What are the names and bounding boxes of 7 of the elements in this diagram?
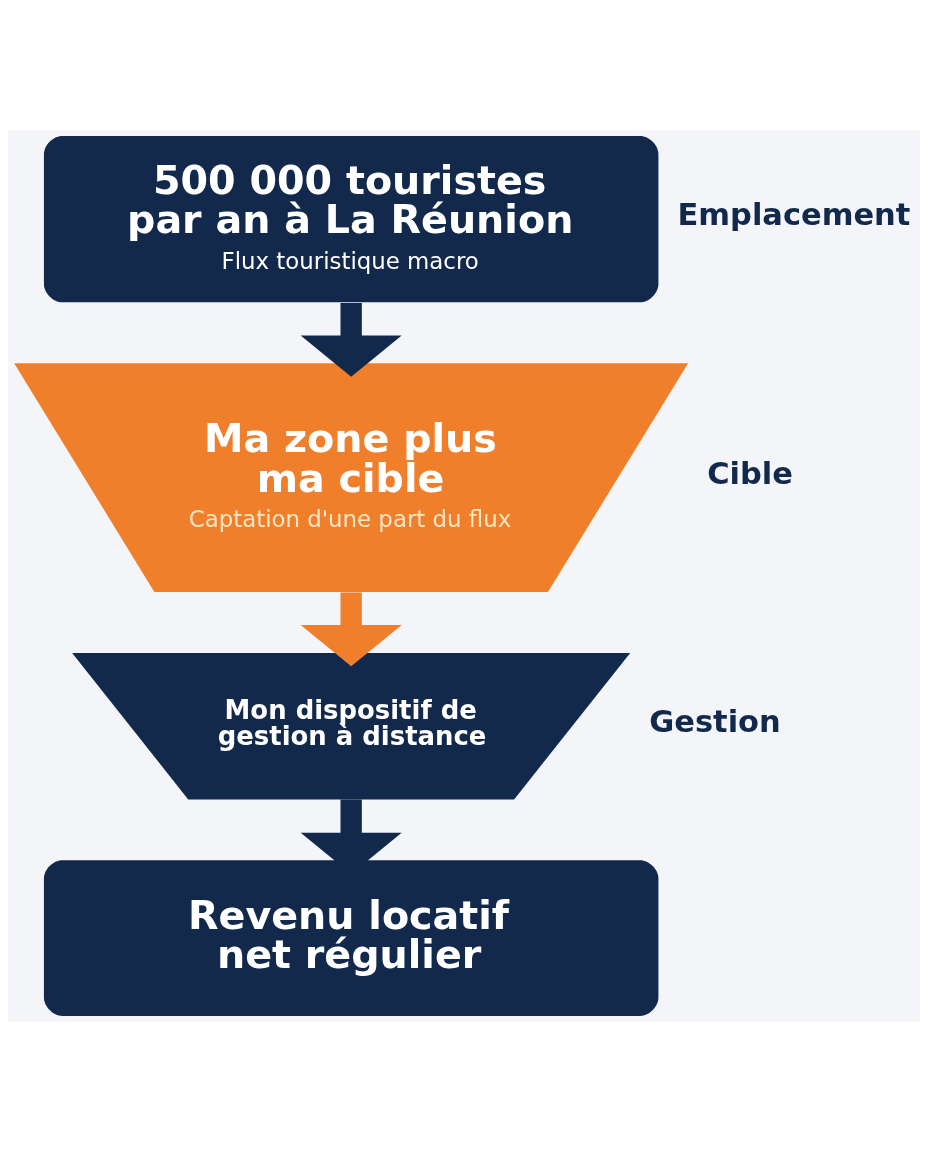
- node-label: Gestion: [649, 704, 781, 740]
- node-label: Emplacement: [677, 197, 911, 233]
- node-label: Cible: [707, 455, 793, 491]
- arrow: [300, 592, 402, 667]
- arrow: [300, 302, 402, 377]
- node-box: 500 000 touristes par an à La Réunion Flux touristique macro: [43, 136, 659, 303]
- node-box: Revenu locatif net régulier: [43, 860, 659, 1016]
